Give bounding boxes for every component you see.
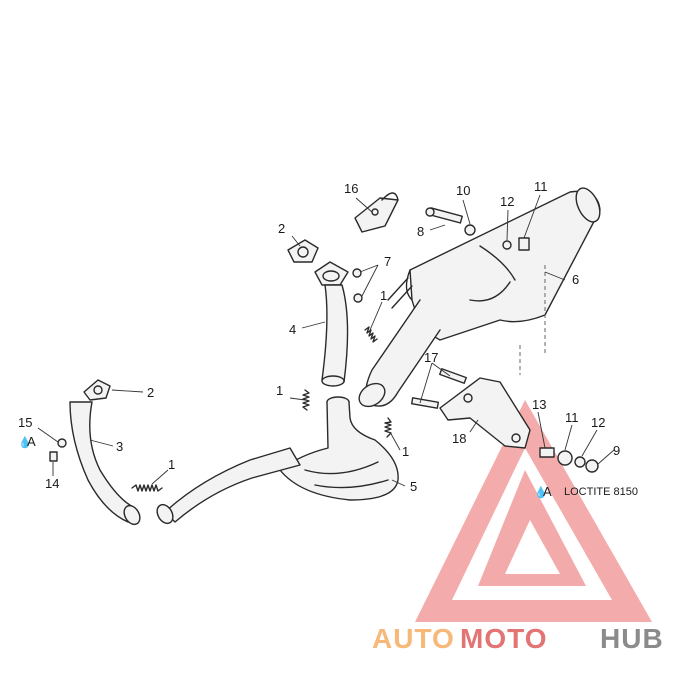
- callout-14: 14: [45, 476, 59, 491]
- spring-1b: [302, 389, 310, 411]
- callout-3: 3: [116, 439, 123, 454]
- callout-8: 8: [417, 224, 424, 239]
- header-pipe-3: [69, 379, 141, 526]
- watermark-moto: MOTO: [460, 623, 547, 654]
- assembly-guide: [519, 265, 546, 375]
- drop-icon-right: 💧: [534, 486, 548, 499]
- washer-10: [464, 224, 476, 236]
- drop-icon-left: 💧: [18, 436, 32, 449]
- watermark-hub: HUB: [600, 623, 664, 654]
- callout-4: 4: [289, 322, 296, 337]
- washer-12a: [502, 240, 512, 250]
- nut-7a: [352, 268, 362, 278]
- spring-1d: [131, 484, 163, 492]
- loctite-label: LOCTITE 8150: [564, 486, 638, 498]
- bolt-8: [425, 207, 463, 224]
- callout-1-right: 1: [402, 444, 409, 459]
- nut-11a: [518, 237, 530, 251]
- washer-12b: [574, 456, 586, 468]
- callout-13: 13: [532, 397, 546, 412]
- callout-11-bottom: 11: [565, 410, 579, 425]
- bolt-17: [410, 368, 467, 409]
- callout-6: 6: [572, 272, 579, 287]
- callout-1-lower: 1: [168, 457, 175, 472]
- spring-1a: [364, 326, 378, 343]
- collector-pipe-5: [156, 396, 399, 525]
- spring-1c: [384, 417, 392, 438]
- loctite-marker-right: A: [543, 484, 552, 499]
- callout-1-mid: 1: [276, 383, 283, 398]
- callout-16: 16: [344, 181, 358, 196]
- callout-2-lower: 2: [147, 385, 154, 400]
- watermark-auto: AUTO: [372, 623, 455, 654]
- callout-11-top: 11: [534, 179, 548, 194]
- nut-9: [585, 459, 599, 473]
- callout-15: 15: [18, 415, 32, 430]
- callout-10: 10: [456, 183, 470, 198]
- header-pipe-4: [314, 261, 349, 387]
- callout-12-bottom: 12: [591, 415, 605, 430]
- callout-18: 18: [452, 431, 466, 446]
- callout-12-top: 12: [500, 194, 514, 209]
- callout-17: 17: [424, 350, 438, 365]
- stud-14: [49, 451, 58, 462]
- callout-labels: 16 10 11 12 8 2 7 6 1 4 17 13 11 12 9 18…: [18, 179, 620, 494]
- bushing-13: [539, 447, 555, 458]
- callout-5: 5: [410, 479, 417, 494]
- gasket-upper: [287, 239, 319, 263]
- loctite-notes: 💧 A 💧 A LOCTITE 8150: [18, 434, 638, 499]
- callout-7: 7: [384, 254, 391, 269]
- muffler: [358, 187, 601, 408]
- callout-2-upper: 2: [278, 221, 285, 236]
- callout-9: 9: [613, 443, 620, 458]
- watermark-text: AUTO MOTO HUB: [372, 623, 664, 654]
- callout-1-upper: 1: [380, 288, 387, 303]
- loctite-marker-left: A: [27, 434, 36, 449]
- nut-15: [57, 438, 67, 448]
- clamp-bracket: [354, 192, 399, 233]
- mount-bracket-18: [439, 377, 531, 449]
- watermark-logo: [415, 400, 652, 622]
- nut-11b: [557, 450, 573, 466]
- nut-7b: [353, 293, 363, 303]
- leader-lines: [37, 194, 615, 487]
